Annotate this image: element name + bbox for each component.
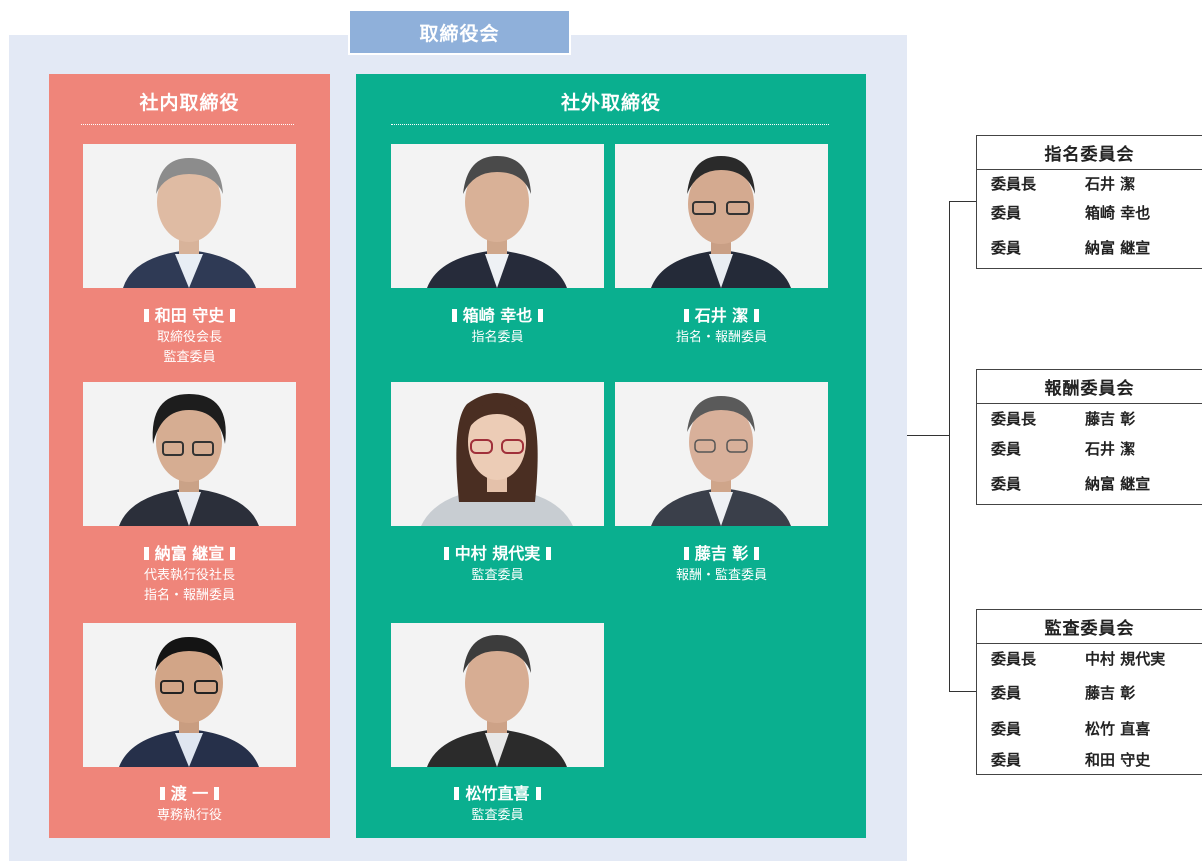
director-photo xyxy=(615,144,828,288)
director-role: 監査委員 xyxy=(471,568,524,583)
director-role: 指名・報酬委員 xyxy=(675,330,767,345)
committee-member: 和田 守史 xyxy=(1085,751,1151,769)
director-photo xyxy=(83,382,296,526)
director-role: 監査委員 xyxy=(471,808,524,823)
board-title: 取締役会 xyxy=(348,9,571,55)
committee-title: 監査委員会 xyxy=(977,610,1202,644)
committee-role: 委員 xyxy=(991,720,1022,738)
director-photo xyxy=(391,382,604,526)
inside-title-divider xyxy=(81,124,294,125)
committee-member: 中村 規代実 xyxy=(1085,650,1166,668)
director-name: 藤吉 彰 xyxy=(615,540,828,564)
director-name: 箱崎 幸也 xyxy=(391,302,604,326)
committee-member-row: 委員 箱崎 幸也 xyxy=(977,198,1202,228)
director-role: 指名・報酬委員 xyxy=(143,588,235,603)
committee-role: 委員 xyxy=(991,239,1022,257)
director-role: 監査委員 xyxy=(163,350,216,365)
director-role: 取締役会長 xyxy=(156,330,222,345)
committee-role: 委員長 xyxy=(991,410,1037,428)
committee-member-row: 委員 和田 守史 xyxy=(977,746,1202,774)
director-role: 報酬・監査委員 xyxy=(675,568,767,583)
committee-bracket xyxy=(949,201,950,692)
audit-committee: 監査委員会 委員長中村 規代実 委員藤吉 彰 委員松竹 直喜 委員和田 守史 xyxy=(976,609,1202,775)
compensation-committee: 報酬委員会 委員長藤吉 彰 委員石井 潔 委員納富 継宣 xyxy=(976,369,1202,505)
director-name: 中村 規代実 xyxy=(391,540,604,564)
committee-member-row: 委員 松竹 直喜 xyxy=(977,712,1202,746)
committee-member-row: 委員 藤吉 彰 xyxy=(977,674,1202,712)
committee-role: 委員 xyxy=(991,440,1022,458)
committee-role: 委員 xyxy=(991,204,1022,222)
director-name: 石井 潔 xyxy=(615,302,828,326)
director-photo xyxy=(391,144,604,288)
audit-connector xyxy=(949,691,976,692)
outside-directors-panel: 社外取締役 箱崎 幸也 指名委員 石井 潔 指名・報酬委員 中村 規代実 監査委… xyxy=(356,74,866,838)
board-connector xyxy=(907,435,950,436)
nomination-connector xyxy=(949,201,976,202)
committee-member-row: 委員長 中村 規代実 xyxy=(977,644,1202,674)
committee-role: 委員 xyxy=(991,475,1022,493)
committee-member-row: 委員 石井 潔 xyxy=(977,434,1202,464)
committee-role: 委員 xyxy=(991,751,1022,769)
committee-member: 藤吉 彰 xyxy=(1085,684,1136,702)
committee-member-row: 委員長 藤吉 彰 xyxy=(977,404,1202,434)
nomination-committee: 指名委員会 委員長石井 潔 委員箱崎 幸也 委員納富 継宣 xyxy=(976,135,1202,269)
committee-role: 委員長 xyxy=(991,650,1037,668)
director-role: 代表執行役社長 xyxy=(143,568,235,583)
director-name: 和田 守史 xyxy=(49,302,330,326)
committee-member: 藤吉 彰 xyxy=(1085,410,1136,428)
committee-title: 報酬委員会 xyxy=(977,370,1202,404)
committee-role: 委員 xyxy=(991,684,1022,702)
director-role: 専務執行役 xyxy=(156,808,222,823)
committee-member: 箱崎 幸也 xyxy=(1085,204,1151,222)
committee-member-row: 委員 納富 継宣 xyxy=(977,464,1202,504)
director-name: 松竹直喜 xyxy=(391,780,604,804)
committee-member-row: 委員長 石井 潔 xyxy=(977,170,1202,198)
director-role: 指名委員 xyxy=(471,330,524,345)
director-photo xyxy=(615,382,828,526)
committee-member: 松竹 直喜 xyxy=(1085,720,1151,738)
director-photo xyxy=(83,144,296,288)
committee-member: 石井 潔 xyxy=(1085,440,1136,458)
director-name: 渡 一 xyxy=(49,780,330,804)
inside-directors-panel: 社内取締役 和田 守史 取締役会長 監査委員 納富 継宣 代表執行役社長 指名・… xyxy=(49,74,330,838)
inside-directors-title: 社内取締役 xyxy=(139,92,240,114)
outside-directors-title: 社外取締役 xyxy=(560,92,661,114)
director-name: 納富 継宣 xyxy=(49,540,330,564)
outside-title-divider xyxy=(391,124,829,125)
committee-title: 指名委員会 xyxy=(977,136,1202,170)
committee-role: 委員長 xyxy=(991,175,1037,193)
director-photo xyxy=(83,623,296,767)
director-photo xyxy=(391,623,604,767)
committee-member: 石井 潔 xyxy=(1085,175,1136,193)
committee-member: 納富 継宣 xyxy=(1085,239,1151,257)
committee-member: 納富 継宣 xyxy=(1085,475,1151,493)
committee-member-row: 委員 納富 継宣 xyxy=(977,228,1202,268)
